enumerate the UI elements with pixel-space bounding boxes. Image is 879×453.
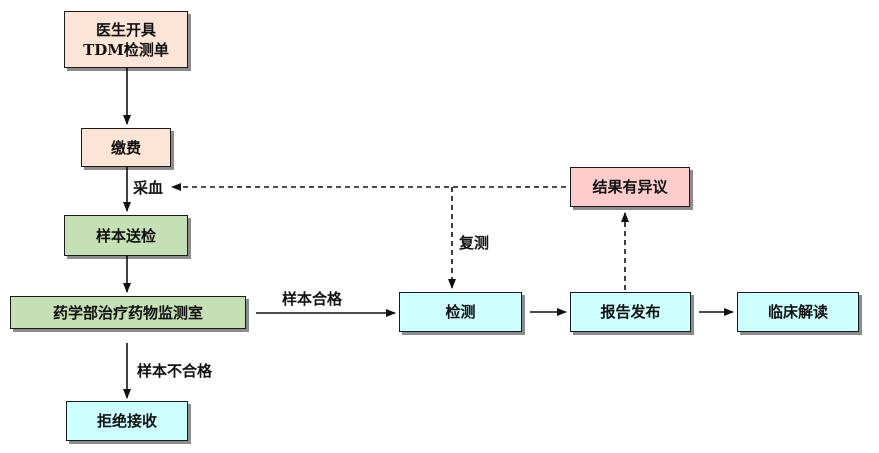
node-result-dispute-label: 结果有异议 (592, 178, 668, 196)
node-pharmacy-lab-label: 药学部治疗药物监测室 (52, 303, 203, 322)
node-sample-delivery: 样本送检 (64, 215, 188, 256)
node-report-release: 报告发布 (570, 292, 691, 332)
node-result-dispute: 结果有异议 (570, 167, 690, 207)
node-reject-label: 拒绝接收 (96, 412, 157, 430)
node-sample-delivery-label: 样本送检 (95, 226, 156, 245)
node-clinical-interpretation-label: 临床解读 (767, 303, 828, 321)
node-clinical-interpretation: 临床解读 (737, 292, 859, 332)
node-reject: 拒绝接收 (66, 401, 188, 441)
node-payment: 缴费 (81, 128, 171, 167)
node-report-release-label: 报告发布 (600, 303, 661, 321)
edge-label-blood-draw: 采血 (133, 179, 164, 197)
node-doctor-order: 医生开具 TDM检测单 (64, 11, 188, 68)
node-doctor-order-line1: 医生开具 (95, 20, 156, 39)
node-testing: 检测 (399, 292, 522, 332)
node-payment-label: 缴费 (110, 138, 141, 157)
edge-label-sample-unqualified: 样本不合格 (137, 362, 213, 380)
node-pharmacy-lab: 药学部治疗药物监测室 (10, 296, 246, 329)
edge-label-retest: 复测 (459, 234, 490, 252)
node-doctor-order-line2: TDM检测单 (83, 40, 169, 59)
edge-label-sample-qualified: 样本合格 (282, 290, 343, 308)
node-testing-label: 检测 (445, 303, 476, 321)
